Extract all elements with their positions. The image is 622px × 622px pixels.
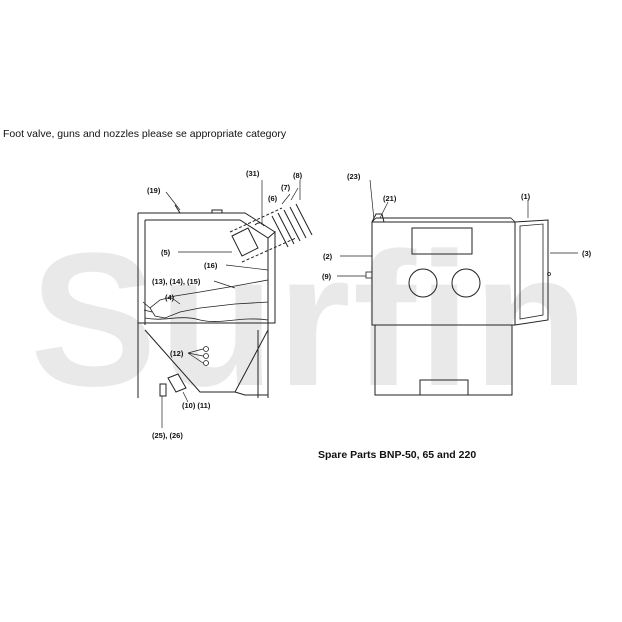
hook: [254, 222, 265, 227]
label-1: (1): [521, 192, 531, 201]
duct-dash-top: [229, 207, 283, 233]
fitting-9: [365, 271, 373, 279]
bottom-valve: [159, 383, 167, 397]
side-door-inner: [519, 223, 544, 320]
lead-19: [165, 191, 181, 211]
side-top-edge: [138, 212, 276, 233]
side-door: [514, 219, 549, 326]
label-16: (16): [204, 261, 218, 270]
lead-16: [225, 264, 269, 271]
lead-21: [379, 201, 389, 219]
lead-12: [187, 348, 204, 364]
label-25-26: (25), (26): [152, 431, 183, 440]
watermark-text: Surfin: [30, 214, 591, 426]
lamp-lead: [174, 204, 181, 214]
glove-port-left: [408, 268, 438, 298]
door-handle: [547, 272, 551, 276]
front-view: (23) (21) (1) (2) (3) (9): [322, 172, 592, 396]
label-6: (6): [268, 194, 278, 203]
glove-port-right: [451, 268, 481, 298]
label-7: (7): [281, 183, 291, 192]
side-inner-top: [145, 219, 269, 239]
note-text: Foot valve, guns and nozzles please se a…: [3, 128, 287, 140]
front-upper-body: [371, 221, 516, 326]
label-13-14-15: (13), (14), (15): [152, 277, 201, 286]
lead-7: [290, 187, 299, 201]
label-10-11: (10) (11): [182, 401, 211, 410]
front-top-corners: [371, 217, 516, 223]
label-3: (3): [582, 249, 592, 258]
side-view: (19) (31) (8) (7) (6) (5) (16) (13), (14…: [137, 169, 313, 440]
label-5: (5): [161, 248, 171, 257]
label-31: (31): [246, 169, 260, 178]
viewing-window: [411, 227, 473, 255]
valve-circle-1: [203, 346, 209, 352]
lead-6: [281, 193, 291, 205]
side-grid-wave: [144, 317, 269, 322]
label-9: (9): [322, 272, 332, 281]
glove-outline: [149, 279, 269, 319]
label-23: (23): [347, 172, 361, 181]
valve-circle-3: [203, 360, 209, 366]
side-hopper-bottom: [234, 391, 268, 396]
label-8: (8): [293, 171, 303, 180]
valve-circle-2: [203, 353, 209, 359]
label-12: (12): [170, 349, 184, 358]
glove-fingers: [142, 301, 153, 313]
ring-4: [289, 206, 307, 239]
label-4: (4): [165, 293, 175, 302]
ring-1: [271, 215, 289, 248]
ring-5: [295, 203, 313, 236]
lead-10: [182, 391, 189, 403]
label-21: (21): [383, 194, 397, 203]
front-stand: [374, 325, 513, 396]
label-19: (19): [147, 186, 161, 195]
ring-2: [277, 212, 295, 245]
duct-dash-bottom: [241, 237, 297, 263]
lamp-fixture: [211, 209, 223, 214]
ring-3: [283, 209, 301, 242]
side-hopper: [144, 329, 269, 393]
lead-13: [213, 280, 236, 289]
lead-4: [171, 297, 181, 305]
caption-text: Spare Parts BNP-50, 65 and 220: [318, 449, 477, 461]
front-stand-cutout: [419, 379, 469, 395]
duct-flange: [231, 227, 259, 257]
regulator: [167, 373, 187, 393]
side-front-panel: [267, 230, 276, 324]
label-2: (2): [323, 252, 333, 261]
lead-23: [369, 179, 375, 221]
